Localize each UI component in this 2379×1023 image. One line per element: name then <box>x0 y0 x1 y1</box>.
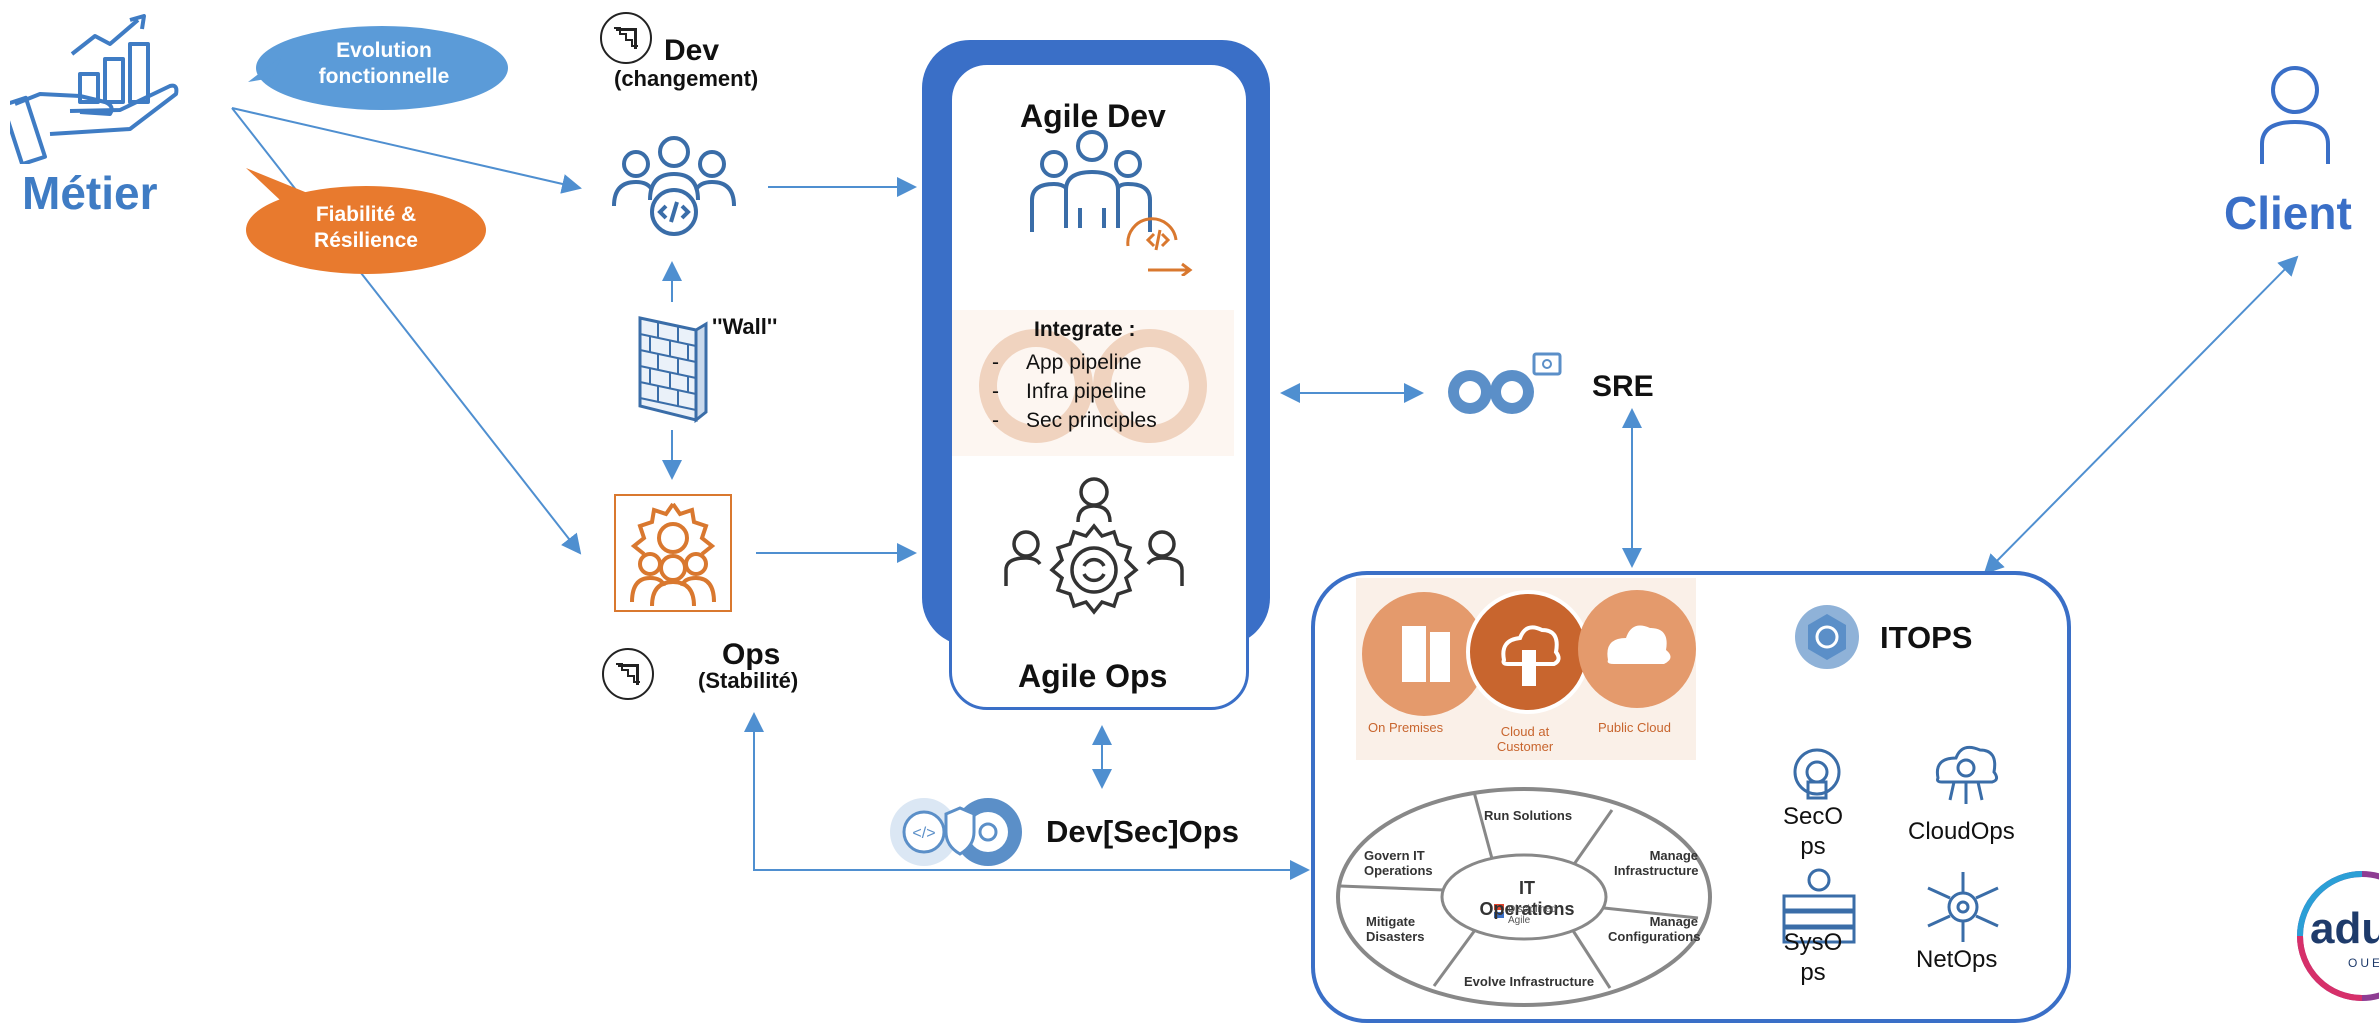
public-cloud-label: Public Cloud <box>1598 720 1671 735</box>
metier-icon <box>1 14 180 167</box>
agile-ops-icon <box>1000 474 1188 638</box>
segment-manage-infrastructure: Manage Infrastructure <box>1614 848 1699 878</box>
fiabilite-line-2: Résilience <box>314 229 418 252</box>
brand-logo: adu OUE <box>2292 870 2379 1002</box>
wall-label: ''Wall'' <box>712 314 778 339</box>
ops-title: Ops <box>722 638 781 671</box>
cloud-customer-label: Cloud at Customer <box>1496 724 1554 754</box>
cloud-customer-tile <box>1466 590 1590 714</box>
logo-subtext: OUE <box>2348 956 2379 970</box>
evolution-line-1: Evolution <box>336 39 432 62</box>
ops-subtitle: (Stabilité) <box>698 668 799 693</box>
segment-govern-it-operations: Govern IT Operations <box>1364 848 1433 878</box>
logo-text: adu <box>2310 904 2379 953</box>
segment-run-solutions: Run Solutions <box>1484 808 1573 823</box>
secops-icon <box>1780 742 1854 810</box>
segment-manage-configurations: Manage Configurations <box>1608 914 1701 944</box>
segment-mitigate-disasters: Mitigate Disasters <box>1366 914 1425 944</box>
agile-ops-title: Agile Ops <box>1018 658 1168 694</box>
itops-icon <box>1794 604 1860 670</box>
dev-step-icon <box>600 12 652 64</box>
integrate-list: -App pipeline -Infra pipeline -Sec princ… <box>992 348 1157 435</box>
segment-evolve-infrastructure: Evolve Infrastructure <box>1464 974 1595 989</box>
ops-team-icon <box>614 494 732 612</box>
public-cloud-tile <box>1578 590 1696 708</box>
cloudops-label: CloudOps <box>1908 818 2015 845</box>
dev-subtitle: (changement) <box>614 66 759 91</box>
fiabilite-line-1: Fiabilité & <box>315 203 417 226</box>
ops-step-icon <box>602 648 654 700</box>
integrate-title: Integrate : <box>1034 318 1136 341</box>
devsecops-icon: </> <box>884 796 1028 868</box>
client-icon <box>2258 64 2332 166</box>
line-itops-client <box>1983 255 2299 575</box>
on-premises-tile <box>1362 592 1486 716</box>
it-operations-brand: Disciplined Agile <box>1508 904 1557 926</box>
deployment-tiles: On Premises Cloud at Customer Public Clo… <box>1356 578 1696 760</box>
metier-label: Métier <box>22 167 158 219</box>
integrate-item: -Sec principles <box>992 409 1157 432</box>
client-label: Client <box>2224 187 2352 239</box>
agile-dev-title: Agile Dev <box>1020 98 1166 134</box>
integrate-item: -App pipeline <box>992 351 1142 374</box>
cloudops-icon <box>1924 738 2006 808</box>
evolution-bubble: Evolution fonctionnelle <box>242 26 510 110</box>
svg-text:</>: </> <box>912 825 935 842</box>
agile-dev-icon <box>1028 128 1198 278</box>
sre-icon <box>1448 352 1562 420</box>
itops-title: ITOPS <box>1880 620 1973 655</box>
dev-team-icon <box>604 130 744 246</box>
devsecops-label: Dev[Sec]Ops <box>1046 814 1239 849</box>
on-premises-label: On Premises <box>1368 720 1444 735</box>
secops-label: SecOps <box>1782 803 1844 860</box>
evolution-line-2: fonctionnelle <box>318 65 450 88</box>
sysops-label: SysOps <box>1783 929 1843 986</box>
sre-label: SRE <box>1592 370 1654 403</box>
integrate-background <box>952 310 1234 456</box>
dev-title: Dev <box>664 34 720 67</box>
it-operations-diagram: IT Operations Disciplined Agile Run Solu… <box>1334 786 1714 1008</box>
netops-label: NetOps <box>1916 946 1998 973</box>
sysops-icon <box>1780 866 1858 946</box>
netops-icon <box>1924 868 2002 946</box>
wall-icon <box>636 312 708 424</box>
it-operations-center-title: IT Operations <box>1479 878 1575 919</box>
fiabilite-bubble: Fiabilité & Résilience <box>240 168 488 276</box>
integrate-item: -Infra pipeline <box>992 380 1147 403</box>
